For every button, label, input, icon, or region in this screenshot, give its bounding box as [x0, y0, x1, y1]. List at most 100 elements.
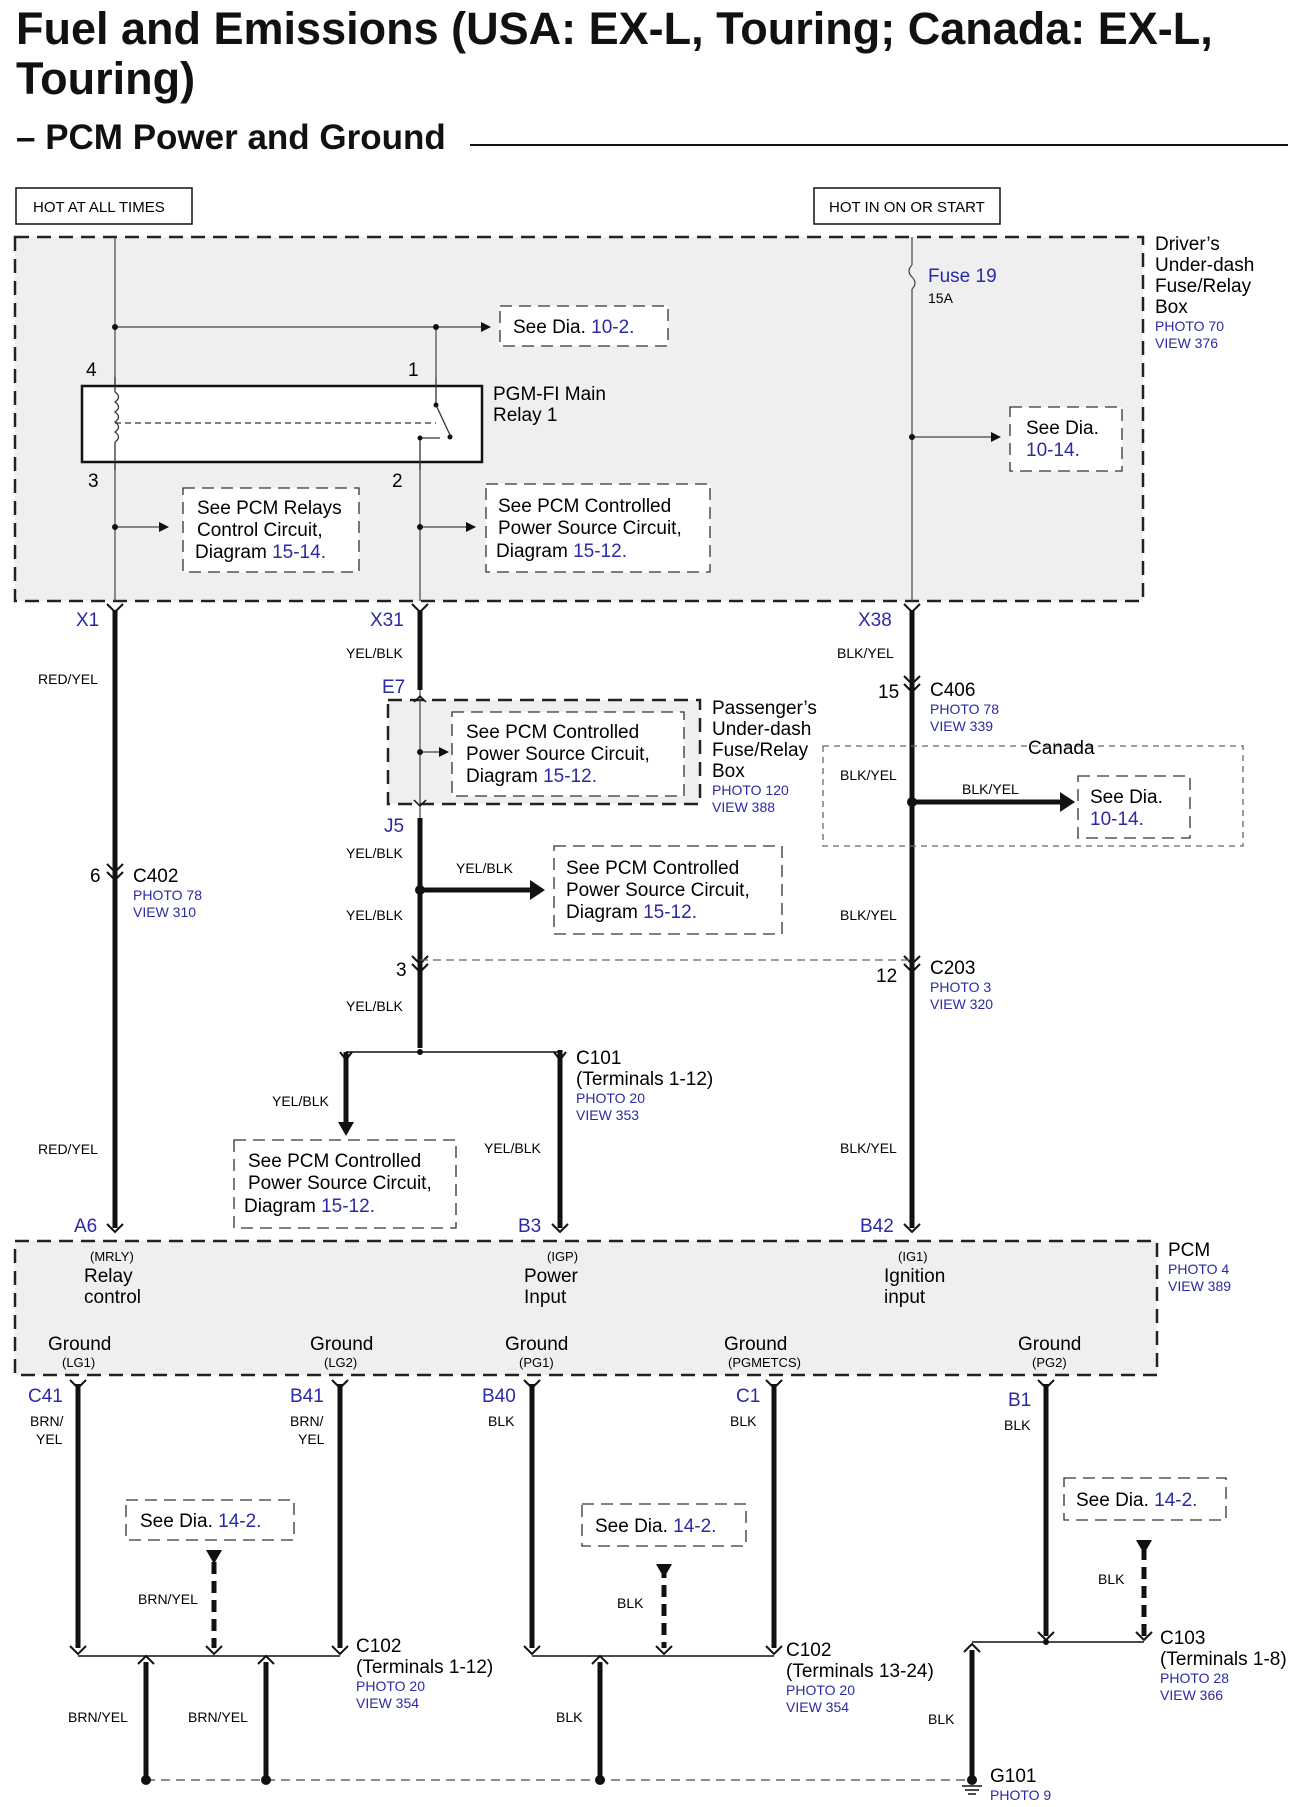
- passenger-ref-box: [451, 711, 685, 797]
- pcm-relays-ref-3[interactable]: Diagram 15-14.: [195, 542, 326, 563]
- terminal-c1: C1: [736, 1386, 760, 1407]
- wire-red-yel-2: RED/YEL: [38, 1141, 98, 1157]
- drivers-box-view: VIEW 376: [1155, 335, 1218, 351]
- terminal-b3: B3: [518, 1216, 541, 1237]
- wire-yel-blk-2: YEL/BLK: [346, 845, 403, 861]
- pcm-relays-ref-1[interactable]: See PCM Relays: [197, 498, 342, 519]
- mid-ref-a-l3[interactable]: Diagram 15-12.: [566, 902, 697, 923]
- ground-ref-mid-box: [581, 1503, 747, 1547]
- wire-yel-blk-3: YEL/BLK: [456, 860, 513, 876]
- mid-ref-b-box: [233, 1139, 457, 1229]
- c203-pin-left: 3: [396, 960, 407, 981]
- mid-ref-b-l3[interactable]: Diagram 15-12.: [244, 1196, 375, 1217]
- c203-name: C203: [930, 958, 975, 979]
- see-dia-10-14-prefix[interactable]: See Dia.: [1026, 418, 1099, 439]
- terminal-b41: B41: [290, 1386, 324, 1407]
- c102b-photo: PHOTO 20: [786, 1682, 855, 1698]
- terminal-x1: X1: [76, 610, 99, 631]
- mid-ref-a-l2[interactable]: Power Source Circuit,: [566, 880, 750, 901]
- wire-blk-yel-5: BLK/YEL: [840, 1140, 897, 1156]
- ground-ref-right[interactable]: See Dia. 14-2.: [1076, 1490, 1197, 1511]
- pcm-relays-ref-box: [182, 487, 360, 573]
- pcm-input-code: (MRLY): [90, 1249, 134, 1264]
- wire-blk-6: BLK: [556, 1709, 583, 1725]
- pcm-view: VIEW 389: [1168, 1278, 1231, 1294]
- mid-ref-b-l2[interactable]: Power Source Circuit,: [248, 1173, 432, 1194]
- see-dia-10-14-link[interactable]: 10-14.: [1026, 440, 1080, 461]
- passenger-ref-l1[interactable]: See PCM Controlled: [466, 722, 639, 743]
- wire-yel-2: YEL: [298, 1431, 325, 1447]
- pcm-controlled-ref-1-l1[interactable]: See PCM Controlled: [498, 496, 671, 517]
- pcm-controlled-ref-1-l2[interactable]: Power Source Circuit,: [498, 518, 682, 539]
- drivers-box-name-1: Driver’s: [1155, 234, 1220, 255]
- mid-ref-a-l1[interactable]: See PCM Controlled: [566, 858, 739, 879]
- c102b-terminals: (Terminals 13-24): [786, 1661, 934, 1682]
- wire-brn-1: BRN/: [30, 1413, 64, 1429]
- pcm-controlled-ref-box-1: [485, 483, 711, 573]
- ground-ref-mid[interactable]: See Dia. 14-2.: [595, 1516, 716, 1537]
- c406-photo: PHOTO 78: [930, 701, 999, 717]
- drivers-box-name-3: Fuse/Relay: [1155, 276, 1252, 297]
- see-dia-10-14-box: [1009, 406, 1123, 472]
- drivers-box-name-4: Box: [1155, 297, 1188, 318]
- drivers-box-photo: PHOTO 70: [1155, 318, 1224, 334]
- wire-blk-yel-4: BLK/YEL: [840, 907, 897, 923]
- pcm-controlled-ref-1-l3[interactable]: Diagram 15-12.: [496, 541, 627, 562]
- wire-brn-yel-3: BRN/YEL: [188, 1709, 248, 1725]
- passenger-ref-l2[interactable]: Power Source Circuit,: [466, 744, 650, 765]
- terminal-b42: B42: [860, 1216, 894, 1237]
- pcm-ground-code: (PG1): [519, 1355, 554, 1370]
- pcm-relays-ref-2[interactable]: Control Circuit,: [197, 520, 323, 541]
- wire-yel-blk-1: YEL/BLK: [346, 645, 403, 661]
- pcm-ground-label: Ground: [724, 1334, 787, 1355]
- passenger-box-name-1: Passenger’s: [712, 698, 817, 719]
- see-dia-10-2[interactable]: See Dia. 10-2.: [513, 317, 634, 338]
- c203-view: VIEW 320: [930, 996, 993, 1012]
- c406-name: C406: [930, 680, 975, 701]
- see-dia-10-2-box: [499, 305, 669, 347]
- wire-blk-4: BLK: [617, 1595, 644, 1611]
- c101-photo: PHOTO 20: [576, 1090, 645, 1106]
- pcm-input-l2: control: [84, 1287, 141, 1308]
- passenger-ref-l3[interactable]: Diagram 15-12.: [466, 766, 597, 787]
- hot-in-on-box: [813, 187, 1001, 225]
- wire-yel-blk-5: YEL/BLK: [346, 998, 403, 1014]
- relay-name-1: PGM-FI Main: [493, 384, 606, 405]
- canada-see-dia-prefix[interactable]: See Dia.: [1090, 787, 1163, 808]
- pcm-box: [13, 1239, 1159, 1377]
- hot-at-all-times-box: [15, 187, 193, 225]
- canada-see-dia-box: [1077, 775, 1191, 839]
- mid-ref-b-l1[interactable]: See PCM Controlled: [248, 1151, 421, 1172]
- passenger-box-view: VIEW 388: [712, 799, 775, 815]
- wire-blk-yel-1: BLK/YEL: [837, 645, 894, 661]
- terminal-b40: B40: [482, 1386, 516, 1407]
- c102a-view: VIEW 354: [356, 1695, 419, 1711]
- c103-name: C103: [1160, 1628, 1205, 1649]
- wire-blk-3: BLK: [1004, 1417, 1031, 1433]
- passenger-box-name-4: Box: [712, 761, 745, 782]
- pcm-ground-code: (PG2): [1032, 1355, 1067, 1370]
- pcm-ground-code: (LG2): [324, 1355, 357, 1370]
- ground-ref-left[interactable]: See Dia. 14-2.: [140, 1511, 261, 1532]
- c102a-photo: PHOTO 20: [356, 1678, 425, 1694]
- wire-yel-1: YEL: [36, 1431, 63, 1447]
- wire-blk-yel-3: BLK/YEL: [962, 781, 1019, 797]
- relay-pin-3: 3: [88, 471, 99, 492]
- canada-label: Canada: [1028, 738, 1095, 759]
- hot-at-all-times-label: HOT AT ALL TIMES: [33, 199, 165, 216]
- relay-pin-4: 4: [86, 360, 97, 381]
- c402-pin: 6: [90, 866, 101, 887]
- terminal-e7: E7: [382, 677, 405, 698]
- pcm-input-code: (IG1): [898, 1249, 928, 1264]
- pcm-input-l1: Ignition: [884, 1266, 945, 1287]
- c102b-name: C102: [786, 1640, 831, 1661]
- wire-brn-2: BRN/: [290, 1413, 324, 1429]
- pcm-input-l2: Input: [524, 1287, 567, 1308]
- canada-see-dia-link[interactable]: 10-14.: [1090, 809, 1144, 830]
- c103-view: VIEW 366: [1160, 1687, 1223, 1703]
- page-title: Fuel and Emissions (USA: EX-L, Touring; …: [16, 3, 1213, 104]
- c103-photo: PHOTO 28: [1160, 1670, 1229, 1686]
- c101-name: C101: [576, 1048, 621, 1069]
- wire-blk-7: BLK: [928, 1711, 955, 1727]
